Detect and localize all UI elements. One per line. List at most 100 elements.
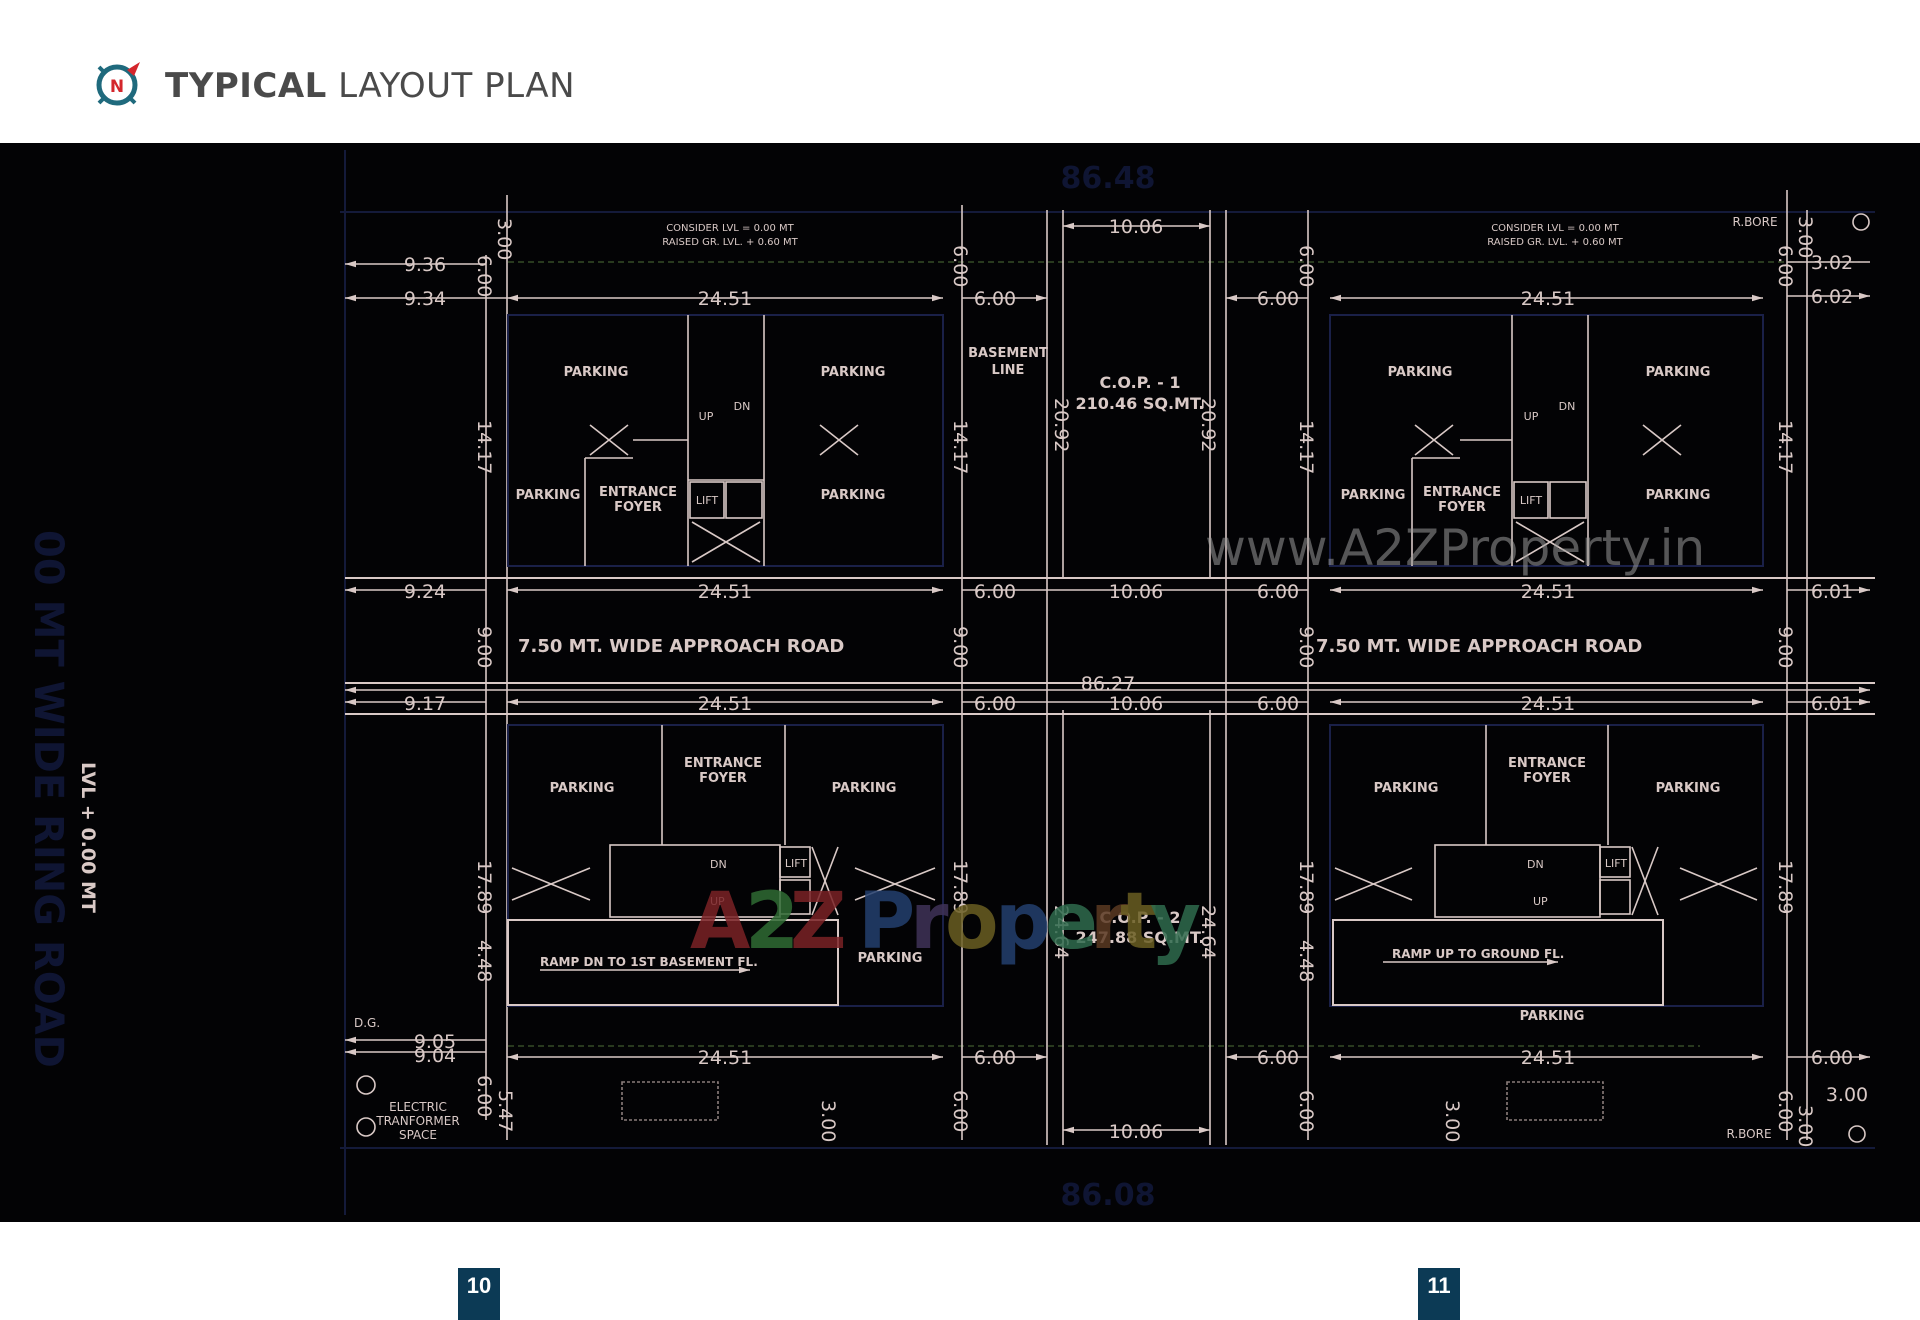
svg-text:r: r	[1090, 877, 1129, 967]
svg-text:p: p	[995, 877, 1051, 967]
svg-text:PARKING: PARKING	[1646, 488, 1711, 503]
svg-text:ENTRANCE: ENTRANCE	[1508, 756, 1586, 771]
svg-text:o: o	[945, 877, 999, 967]
svg-text:Z: Z	[790, 877, 847, 967]
svg-text:9.00: 9.00	[1774, 626, 1796, 668]
svg-text:LIFT: LIFT	[785, 857, 808, 870]
svg-text:RAISED GR. LVL. + 0.60 MT: RAISED GR. LVL. + 0.60 MT	[1487, 237, 1623, 248]
svg-text:10.06: 10.06	[1109, 1121, 1163, 1143]
svg-text:3.00: 3.00	[1441, 1100, 1463, 1142]
svg-text:6.00: 6.00	[1774, 245, 1796, 287]
svg-text:TRANFORMER: TRANFORMER	[375, 1114, 459, 1128]
svg-text:t: t	[1120, 877, 1157, 967]
svg-text:ENTRANCE: ENTRANCE	[1423, 485, 1501, 500]
svg-text:PARKING: PARKING	[1656, 781, 1721, 796]
page-number-right: 11	[1418, 1268, 1460, 1320]
svg-text:17.89: 17.89	[1295, 860, 1317, 914]
svg-text:PARKING: PARKING	[1341, 488, 1406, 503]
svg-text:r: r	[910, 877, 949, 967]
svg-text:LIFT: LIFT	[1520, 494, 1543, 507]
svg-text:86.48: 86.48	[1061, 161, 1156, 196]
svg-text:PARKING: PARKING	[1646, 365, 1711, 380]
svg-text:24.51: 24.51	[698, 1047, 752, 1069]
svg-text:3.00: 3.00	[1826, 1084, 1868, 1106]
svg-text:CONSIDER LVL = 0.00 MT: CONSIDER LVL = 0.00 MT	[1491, 223, 1619, 234]
page-number-left: 10	[458, 1268, 500, 1320]
svg-text:9.24: 9.24	[404, 581, 446, 603]
svg-text:DN: DN	[1527, 858, 1544, 871]
page-header: N TYPICAL LAYOUT PLAN	[0, 0, 1920, 143]
svg-text:9.36: 9.36	[404, 254, 446, 276]
svg-text:e: e	[1045, 877, 1098, 967]
svg-text:ENTRANCE: ENTRANCE	[684, 756, 762, 771]
svg-text:14.17: 14.17	[473, 420, 495, 474]
svg-text:14.17: 14.17	[949, 420, 971, 474]
svg-text:PARKING: PARKING	[564, 365, 629, 380]
svg-text:24.51: 24.51	[1521, 1047, 1575, 1069]
svg-text:20.92: 20.92	[1050, 398, 1072, 452]
svg-text:SPACE: SPACE	[399, 1128, 437, 1142]
svg-text:24.51: 24.51	[1521, 288, 1575, 310]
svg-text:LVL + 0.00 MT: LVL + 0.00 MT	[77, 762, 99, 913]
svg-text:3.00: 3.00	[817, 1100, 839, 1142]
svg-text:C.O.P. - 1: C.O.P. - 1	[1100, 373, 1181, 392]
svg-text:9.00: 9.00	[1295, 626, 1317, 668]
page-footer	[0, 1222, 1920, 1320]
svg-text:6.00: 6.00	[974, 581, 1016, 603]
svg-text:6.00: 6.00	[1257, 1047, 1299, 1069]
svg-text:R.BORE: R.BORE	[1732, 215, 1777, 229]
svg-text:24.64: 24.64	[1050, 905, 1072, 959]
svg-text:20.92: 20.92	[1197, 398, 1219, 452]
svg-text:5.47: 5.47	[494, 1090, 516, 1132]
svg-text:6.00: 6.00	[473, 255, 495, 297]
svg-text:10.06: 10.06	[1109, 693, 1163, 715]
svg-text:86.08: 86.08	[1061, 1178, 1156, 1213]
svg-text:LINE: LINE	[992, 363, 1025, 378]
svg-text:6.01: 6.01	[1811, 581, 1853, 603]
svg-text:D.G.: D.G.	[354, 1016, 380, 1030]
svg-text:PARKING: PARKING	[821, 365, 886, 380]
svg-text:6.00: 6.00	[974, 1047, 1016, 1069]
svg-text:3.02: 3.02	[1811, 252, 1853, 274]
svg-text:RAMP DN TO 1ST BASEMENT FL.: RAMP DN TO 1ST BASEMENT FL.	[540, 955, 758, 969]
svg-text:R.BORE: R.BORE	[1726, 1127, 1771, 1141]
svg-text:PARKING: PARKING	[550, 781, 615, 796]
layout-plan-drawing: 86.48 86.08 00 MT WIDE RING ROAD LVL + 0…	[0, 143, 1920, 1222]
svg-text:6.00: 6.00	[974, 693, 1016, 715]
svg-text:UP: UP	[710, 895, 725, 908]
svg-text:N: N	[110, 77, 124, 97]
svg-text:PARKING: PARKING	[1388, 365, 1453, 380]
svg-text:3.00: 3.00	[493, 218, 515, 260]
svg-text:4.48: 4.48	[1295, 940, 1317, 982]
svg-text:9.34: 9.34	[404, 288, 446, 310]
svg-text:24.51: 24.51	[1521, 693, 1575, 715]
svg-text:9.05: 9.05	[414, 1031, 456, 1053]
svg-text:17.89: 17.89	[1774, 860, 1796, 914]
svg-text:ELECTRIC: ELECTRIC	[389, 1100, 447, 1114]
svg-text:9.04: 9.04	[414, 1045, 456, 1067]
svg-text:7.50 MT. WIDE APPROACH ROAD: 7.50 MT. WIDE APPROACH ROAD	[518, 636, 844, 657]
svg-text:6.00: 6.00	[974, 288, 1016, 310]
svg-text:LIFT: LIFT	[1605, 857, 1628, 870]
svg-text:PARKING: PARKING	[1520, 1009, 1585, 1024]
svg-text:RAMP UP TO GROUND FL.: RAMP UP TO GROUND FL.	[1392, 947, 1564, 961]
svg-text:DN: DN	[710, 858, 727, 871]
svg-text:6.00: 6.00	[1811, 1047, 1853, 1069]
svg-text:00 MT WIDE RING ROAD: 00 MT WIDE RING ROAD	[25, 530, 71, 1068]
svg-text:y: y	[1150, 877, 1201, 967]
svg-text:PARKING: PARKING	[1374, 781, 1439, 796]
svg-text:P: P	[858, 877, 915, 967]
svg-text:9.00: 9.00	[473, 626, 495, 668]
svg-text:6.00: 6.00	[949, 245, 971, 287]
svg-text:14.17: 14.17	[1295, 420, 1317, 474]
svg-text:www.A2ZProperty.in: www.A2ZProperty.in	[1205, 519, 1705, 577]
svg-text:PARKING: PARKING	[832, 781, 897, 796]
svg-text:LIFT: LIFT	[696, 494, 719, 507]
svg-text:FOYER: FOYER	[699, 771, 747, 786]
svg-text:4.48: 4.48	[473, 940, 495, 982]
svg-text:24.51: 24.51	[1521, 581, 1575, 603]
svg-text:CONSIDER LVL = 0.00 MT: CONSIDER LVL = 0.00 MT	[666, 223, 794, 234]
svg-text:14.17: 14.17	[1774, 420, 1796, 474]
svg-text:6.00: 6.00	[473, 1075, 495, 1117]
svg-text:7.50 MT. WIDE APPROACH ROAD: 7.50 MT. WIDE APPROACH ROAD	[1316, 636, 1642, 657]
